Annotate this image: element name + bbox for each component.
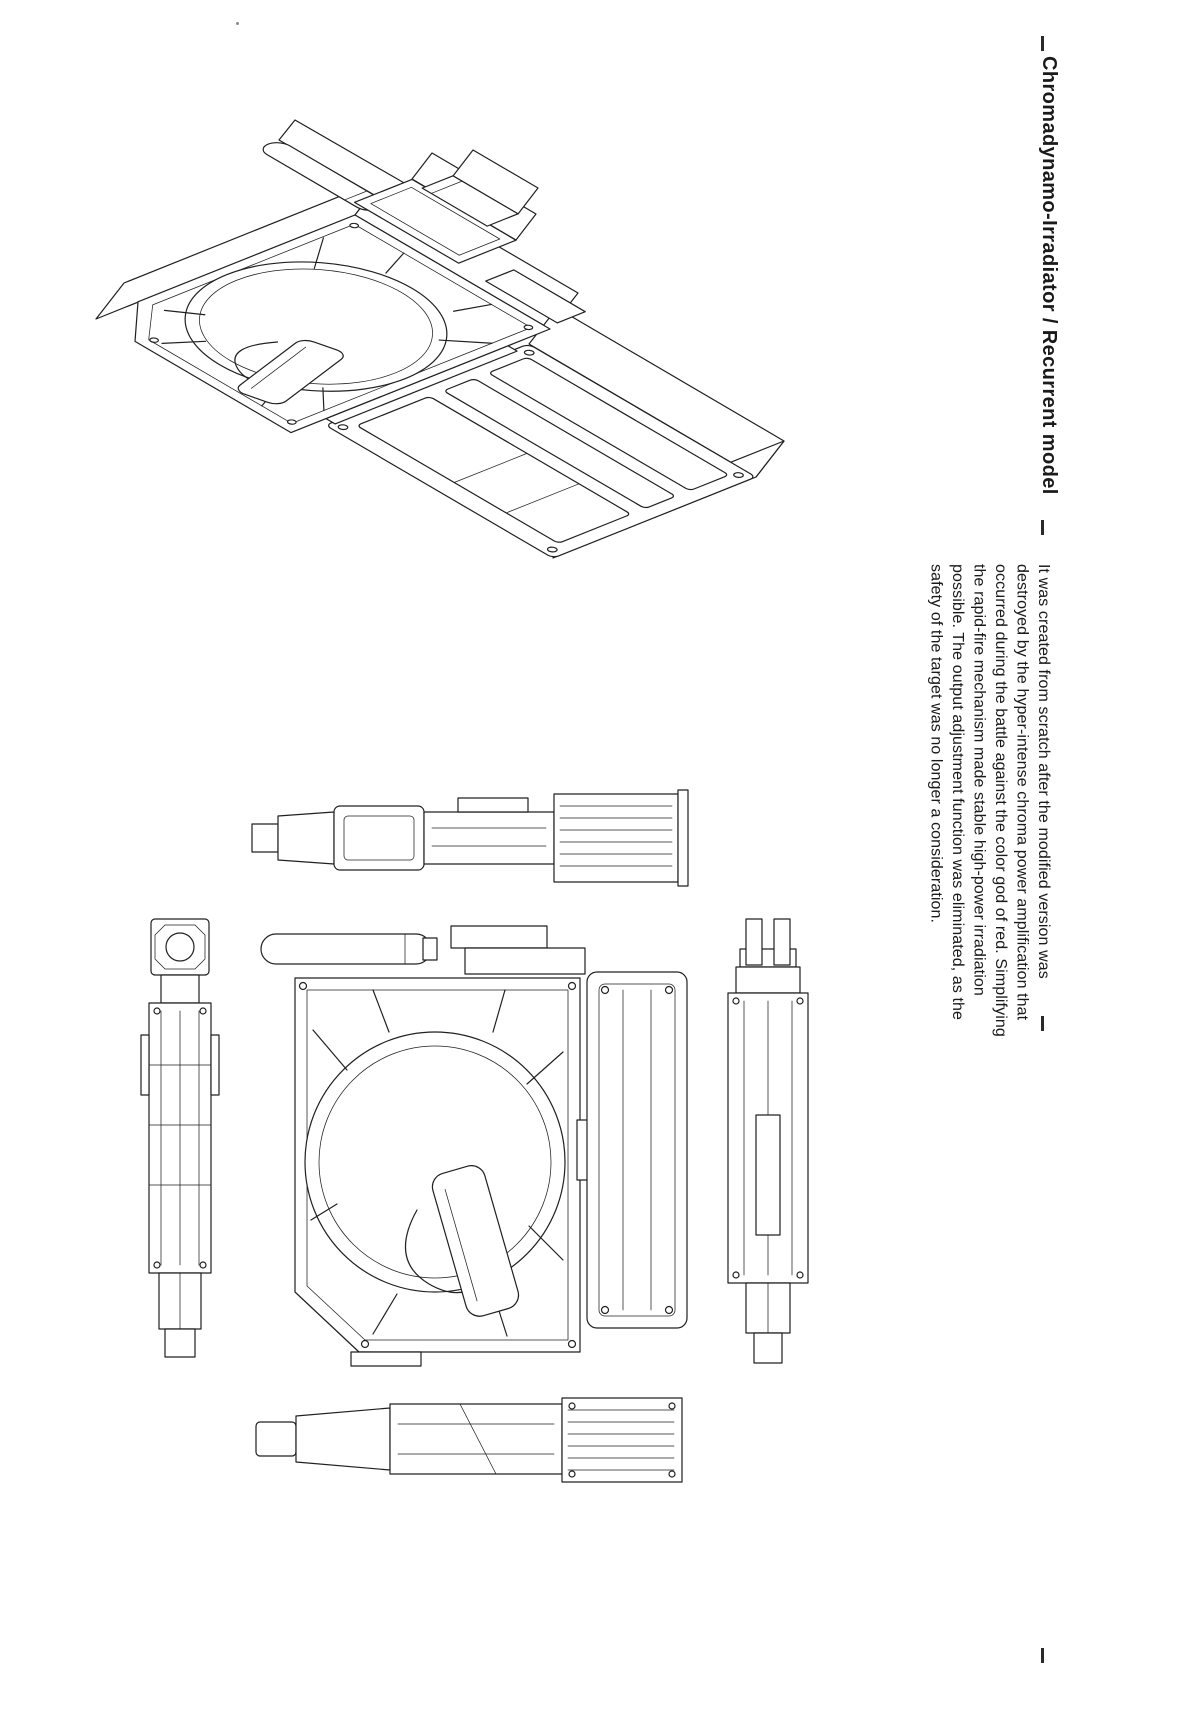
muzzle-pin (251, 823, 279, 853)
isometric-drawing-svg (55, 113, 855, 569)
sight-block (486, 270, 586, 323)
grip (195, 326, 373, 411)
stock-boxes (355, 168, 544, 263)
registration-mark (1041, 1648, 1044, 1663)
rail-block (553, 793, 679, 883)
top-profile-svg (251, 789, 689, 887)
main-side-svg (260, 925, 688, 1367)
registration-mark (1041, 1016, 1044, 1031)
ring-frame (96, 215, 550, 433)
grip (404, 1165, 520, 1317)
ring-frame (294, 977, 581, 1353)
prong (773, 918, 791, 966)
coolant-tube (260, 933, 432, 965)
description-text: It was created from scratch after the mo… (927, 564, 1053, 1037)
registration-mark (1041, 520, 1044, 535)
registration-mark (1041, 36, 1044, 51)
page-mark-dot (236, 22, 239, 25)
right-plan-svg (727, 918, 809, 1364)
tube-end-circle (165, 932, 195, 962)
figure-top-profile-view (248, 782, 693, 894)
frame-foot (350, 1351, 422, 1367)
bottom-profile-svg (255, 1397, 683, 1483)
page-title: Chromadynamo-Irradiator / Recurrent mode… (1038, 56, 1060, 495)
figure-bottom-profile-view (250, 1384, 695, 1496)
figure-left-plan-view (135, 915, 225, 1365)
emitter-barrel (576, 971, 688, 1329)
figure-right-plan-view (716, 915, 822, 1370)
figure-main-side-view (255, 920, 695, 1375)
isometric-gun-body (55, 113, 855, 569)
prong (745, 918, 763, 966)
figure-isometric-view (55, 75, 855, 655)
emitter-barrel (326, 344, 757, 558)
rail-block (561, 1397, 683, 1483)
left-plan-svg (140, 918, 220, 1358)
